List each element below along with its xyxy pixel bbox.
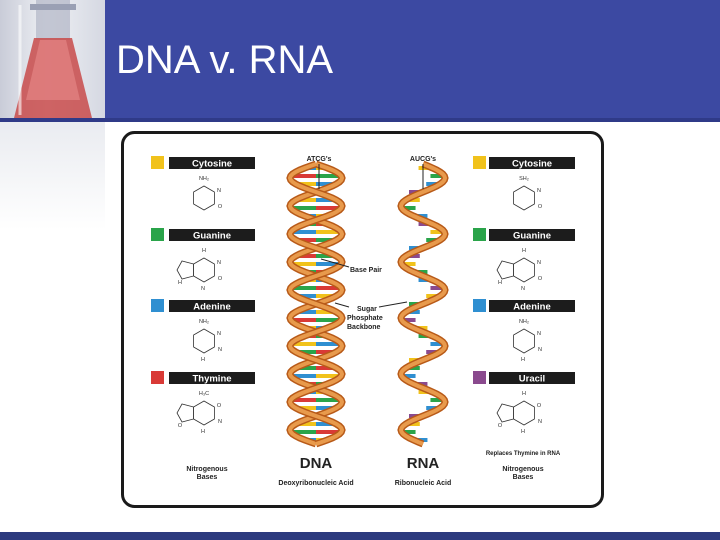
legend_left-cytosine-label: Cytosine bbox=[192, 159, 232, 170]
legend_right-uracil-atom: H bbox=[522, 391, 526, 397]
atcg-label: ATCG's bbox=[307, 156, 332, 163]
legend_right-guanine-label: Guanine bbox=[513, 231, 551, 242]
legend_left-adenine-atom: H bbox=[201, 357, 205, 363]
legend-left: CytosineNH₂NOGuanineHNONHAdenineNH₂NNHTh… bbox=[151, 156, 255, 435]
dna-caption: DNA bbox=[300, 455, 333, 472]
legend_left-adenine-atom: N bbox=[217, 331, 221, 337]
legend_left-guanine-structure: H N O N H bbox=[176, 248, 223, 292]
legend_right-uracil-structure: H O N H O bbox=[496, 391, 542, 435]
slide-header bbox=[0, 0, 720, 120]
legend_right-uracil-atom: H bbox=[521, 429, 525, 435]
dna-backbone-strand-b-highlight bbox=[287, 162, 345, 446]
flask-reflection bbox=[0, 120, 105, 230]
dna-double-helix bbox=[286, 160, 346, 448]
bases-label-right: Bases bbox=[513, 474, 534, 481]
legend_right-adenine-atom: H bbox=[521, 357, 525, 363]
legend_right-guanine-label-bar bbox=[489, 229, 575, 241]
legend_right-guanine-atom: N bbox=[521, 286, 525, 292]
legend_right-guanine-atom: H bbox=[522, 248, 526, 254]
legend_left-adenine-structure: NH₂ N N H bbox=[193, 319, 222, 363]
legend_right-adenine-atom: NH₂ bbox=[519, 319, 529, 325]
legend_right-adenine-label-bar bbox=[489, 300, 575, 312]
backbone-label-2: Phosphate bbox=[347, 315, 383, 322]
legend_right-guanine-structure: H N O N H bbox=[496, 248, 543, 292]
diagram-frame bbox=[121, 131, 604, 508]
slide-footer-bar bbox=[0, 532, 720, 540]
legend_right-cytosine-label-bar bbox=[489, 157, 575, 169]
legend_left-thymine-structure: H₃C O N H O bbox=[176, 391, 222, 435]
legend_right-adenine-label: Adenine bbox=[513, 302, 550, 313]
backbone-pointer-dna bbox=[334, 302, 350, 308]
legend_right-uracil-swatch bbox=[473, 371, 486, 384]
legend_left-adenine-label: Adenine bbox=[193, 302, 230, 313]
rna-full-name: Ribonucleic Acid bbox=[395, 480, 452, 487]
legend_right-guanine-atom: O bbox=[538, 276, 543, 282]
legend_right-adenine-atom: N bbox=[538, 347, 542, 353]
dna-full-name: Deoxyribonucleic Acid bbox=[278, 480, 353, 487]
backbone-label-1: Sugar bbox=[357, 306, 377, 313]
legend_left-guanine-atom: O bbox=[218, 276, 223, 282]
base-pair-label: Base Pair bbox=[350, 267, 382, 274]
legend_left-thymine-atom: N bbox=[218, 419, 222, 425]
legend_left-thymine-atom: O bbox=[217, 403, 222, 409]
legend_left-cytosine-atom: N bbox=[217, 188, 221, 194]
backbone-label-3: Backbone bbox=[347, 324, 381, 331]
replaces-thymine-note: Replaces Thymine in RNA bbox=[486, 451, 561, 457]
legend_left-guanine-atom: N bbox=[201, 286, 205, 292]
nitrogenous-label-left: Nitrogenous bbox=[186, 466, 227, 473]
legend_left-thymine-label: Thymine bbox=[192, 374, 231, 385]
legend_left-guanine-label: Guanine bbox=[193, 231, 231, 242]
legend_right-adenine-swatch bbox=[473, 299, 486, 312]
legend_left-cytosine-atom: NH₂ bbox=[199, 176, 209, 182]
legend_right-cytosine-structure: SH₂ N O bbox=[513, 176, 543, 211]
legend_left-thymine-swatch bbox=[151, 371, 164, 384]
header-divider bbox=[0, 118, 720, 122]
aucg-label: AUCG's bbox=[410, 156, 436, 163]
nitrogenous-label-right: Nitrogenous bbox=[502, 466, 543, 473]
legend_left-thymine-atom: H bbox=[201, 429, 205, 435]
legend_right-cytosine-atom: SH₂ bbox=[519, 176, 529, 182]
legend_left-cytosine-structure: NH₂ N O bbox=[193, 176, 223, 211]
legend_left-thymine-atom: H₃C bbox=[199, 391, 209, 397]
legend_left-adenine-atom: NH₂ bbox=[199, 319, 209, 325]
slide-title: DNA v. RNA bbox=[116, 38, 334, 82]
legend_right-uracil-label: Uracil bbox=[519, 374, 545, 385]
rna-caption: RNA bbox=[407, 455, 440, 472]
backbone-pointer-rna bbox=[378, 301, 408, 308]
legend_left-adenine-swatch bbox=[151, 299, 164, 312]
flask-icon bbox=[14, 0, 92, 118]
legend_left-adenine-label-bar bbox=[169, 300, 255, 312]
legend_right-cytosine-label: Cytosine bbox=[512, 159, 552, 170]
legend_left-adenine-atom: N bbox=[218, 347, 222, 353]
rna-backbone-strand-highlight bbox=[398, 162, 448, 446]
legend_left-guanine-label-bar bbox=[169, 229, 255, 241]
legend_left-cytosine-swatch bbox=[151, 156, 164, 169]
legend_right-guanine-atom: N bbox=[537, 260, 541, 266]
legend_left-guanine-atom: N bbox=[217, 260, 221, 266]
legend_right-uracil-atom: N bbox=[538, 419, 542, 425]
legend_right-uracil-atom: O bbox=[498, 423, 503, 429]
legend_right-adenine-structure: NH₂ N N H bbox=[513, 319, 542, 363]
legend_left-cytosine-label-bar bbox=[169, 157, 255, 169]
legend_right-adenine-atom: N bbox=[537, 331, 541, 337]
legend_left-guanine-atom: H bbox=[178, 280, 182, 286]
base-pair-pointer bbox=[320, 258, 350, 268]
bases-label-left: Bases bbox=[197, 474, 218, 481]
legend_left-thymine-label-bar bbox=[169, 372, 255, 384]
legend_left-cytosine-atom: O bbox=[218, 204, 223, 210]
legend_right-uracil-label-bar bbox=[489, 372, 575, 384]
legend_right-uracil-atom: O bbox=[537, 403, 542, 409]
legend_left-thymine-atom: O bbox=[178, 423, 183, 429]
legend_left-guanine-atom: H bbox=[202, 248, 206, 254]
legend_left-guanine-swatch bbox=[151, 228, 164, 241]
legend_right-cytosine-swatch bbox=[473, 156, 486, 169]
legend_right-cytosine-atom: N bbox=[537, 188, 541, 194]
legend_right-guanine-atom: H bbox=[498, 280, 502, 286]
legend_right-guanine-swatch bbox=[473, 228, 486, 241]
rna-single-strand bbox=[397, 160, 449, 448]
flask-image bbox=[0, 0, 105, 120]
legend_right-cytosine-atom: O bbox=[538, 204, 543, 210]
dna-rna-diagram: CytosineNH₂NOGuanineHNONHAdenineNH₂NNHTh… bbox=[121, 131, 604, 508]
